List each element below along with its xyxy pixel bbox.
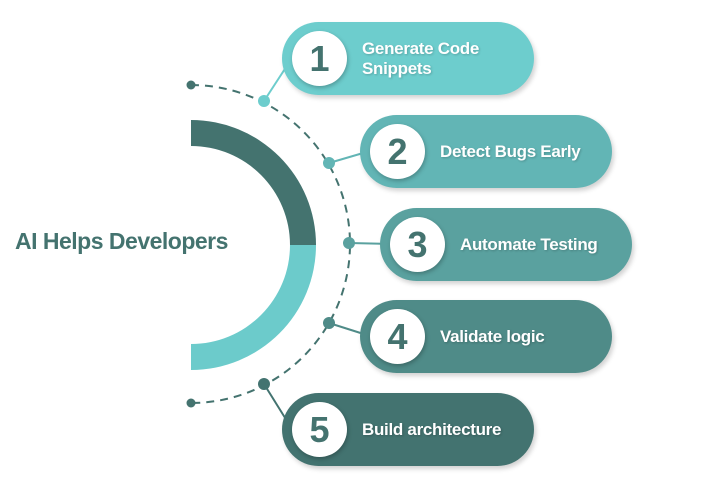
step-pill-2: 2 Detect Bugs Early <box>360 115 612 188</box>
connector-dot <box>258 95 270 107</box>
step-number-badge: 4 <box>370 309 425 364</box>
step-label: Build architecture <box>362 419 502 439</box>
connector-dot <box>258 378 270 390</box>
step-label: Detect Bugs Early <box>440 141 581 161</box>
arc-end-dot <box>186 80 196 90</box>
step-number-badge: 1 <box>292 31 347 86</box>
step-number-badge: 5 <box>292 402 347 457</box>
step-number-badge: 3 <box>390 217 445 272</box>
step-label: Validate logic <box>440 326 545 346</box>
arc-end-dot <box>186 398 196 408</box>
half-ring-top <box>191 120 316 245</box>
step-pill-1: 1 Generate Code Snippets <box>282 22 534 95</box>
connector-dot <box>343 237 355 249</box>
step-pill-4: 4 Validate logic <box>360 300 612 373</box>
half-ring-bottom <box>191 245 316 370</box>
connector-dot <box>323 157 335 169</box>
step-number-badge: 2 <box>370 124 425 179</box>
step-label: Generate Code Snippets <box>362 38 480 78</box>
connector-dot <box>323 317 335 329</box>
diagram-title: AI Helps Developers <box>15 228 228 254</box>
step-pill-3: 3 Automate Testing <box>380 208 632 281</box>
step-pill-5: 5 Build architecture <box>282 393 534 466</box>
step-label: Automate Testing <box>460 234 598 254</box>
